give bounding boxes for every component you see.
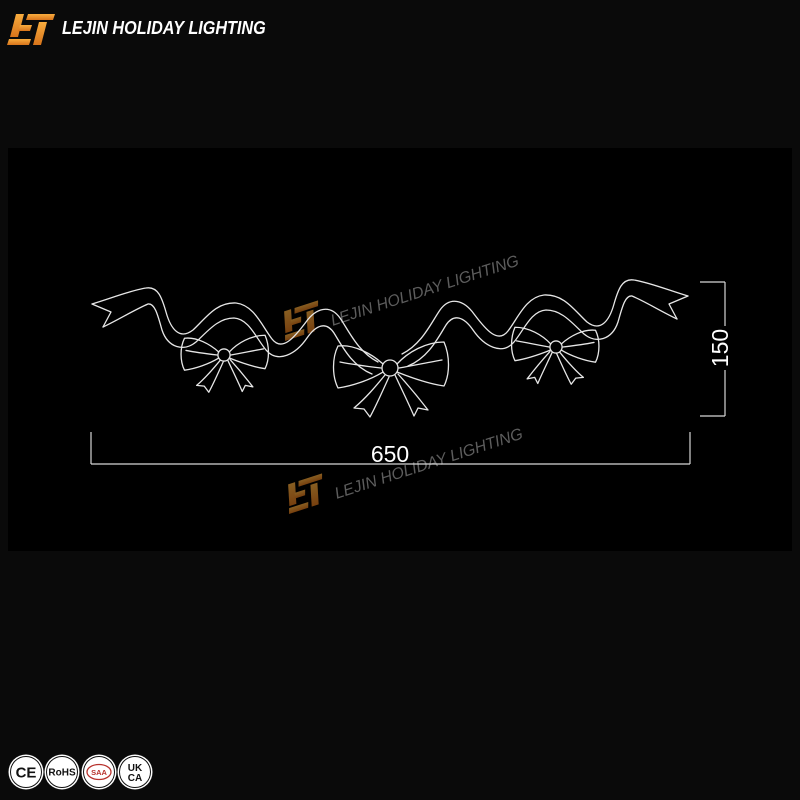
badge-ring [46, 756, 78, 788]
badge-ring [10, 756, 42, 788]
width-dimension-label: 650 [371, 441, 409, 467]
ce-label: CE [16, 765, 37, 782]
right-ribbon-swag [402, 280, 688, 384]
rohs-mark-icon: RoHS [44, 754, 80, 790]
watermark-text: LEJIN HOLIDAY LIGHTING [329, 253, 521, 330]
badge-ring [119, 756, 151, 788]
width-dimension: 650 [90, 432, 691, 467]
watermark-logo-icon [276, 300, 327, 341]
center-bow [332, 341, 450, 418]
lt-logo-icon [7, 14, 55, 45]
badge-background [81, 754, 117, 790]
badge-background [117, 754, 153, 790]
watermark-logo-icon [280, 473, 331, 514]
brand-name: LEJIN HOLIDAY LIGHTING [62, 18, 266, 38]
ukca-label-top: UK [128, 763, 143, 774]
saa-label: SAA [91, 768, 107, 777]
watermark-1: LEJIN HOLIDAY LIGHTING [276, 253, 521, 341]
badge-ring [83, 756, 115, 788]
badge-background [8, 754, 44, 790]
ce-mark-icon: CE [8, 754, 44, 790]
rohs-label: RoHS [48, 768, 76, 779]
height-dimension-label: 150 [707, 329, 733, 367]
badge-background [44, 754, 80, 790]
saa-oval [86, 763, 112, 781]
ukca-label-bottom: CA [128, 773, 142, 784]
height-dimension: 150 [700, 281, 733, 417]
ukca-mark-icon: UK CA [117, 754, 153, 790]
drawing-panel [8, 148, 792, 551]
left-ribbon-swag [92, 288, 378, 392]
saa-mark-icon: SAA [81, 754, 117, 790]
